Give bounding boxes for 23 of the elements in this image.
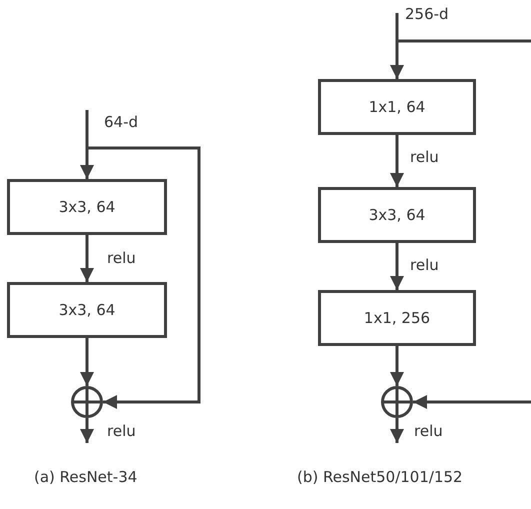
layer-box xyxy=(318,290,476,346)
layer-box xyxy=(7,179,167,235)
layer-box xyxy=(7,282,167,338)
arrow xyxy=(390,418,404,443)
layer-label: 3x3, 64 xyxy=(58,301,116,319)
arrow xyxy=(390,346,404,386)
arrow xyxy=(397,40,531,409)
arrow xyxy=(87,146,200,409)
arrow xyxy=(390,135,404,187)
arrow xyxy=(390,13,404,79)
layer-label: 3x3, 64 xyxy=(368,206,426,224)
arrow xyxy=(80,110,94,179)
caption: (b) ResNet50/101/152 xyxy=(296,468,464,486)
arrow xyxy=(390,243,404,290)
layer-label: 1x1, 64 xyxy=(368,98,426,116)
layer-box xyxy=(318,79,476,135)
layer-box xyxy=(318,187,476,243)
arrow xyxy=(80,418,94,443)
layer-label: 1x1, 256 xyxy=(364,309,430,327)
layer-label: 3x3, 64 xyxy=(58,198,116,216)
arrow xyxy=(80,235,94,282)
arrow xyxy=(80,338,94,386)
caption: (a) ResNet-34 xyxy=(33,468,138,486)
